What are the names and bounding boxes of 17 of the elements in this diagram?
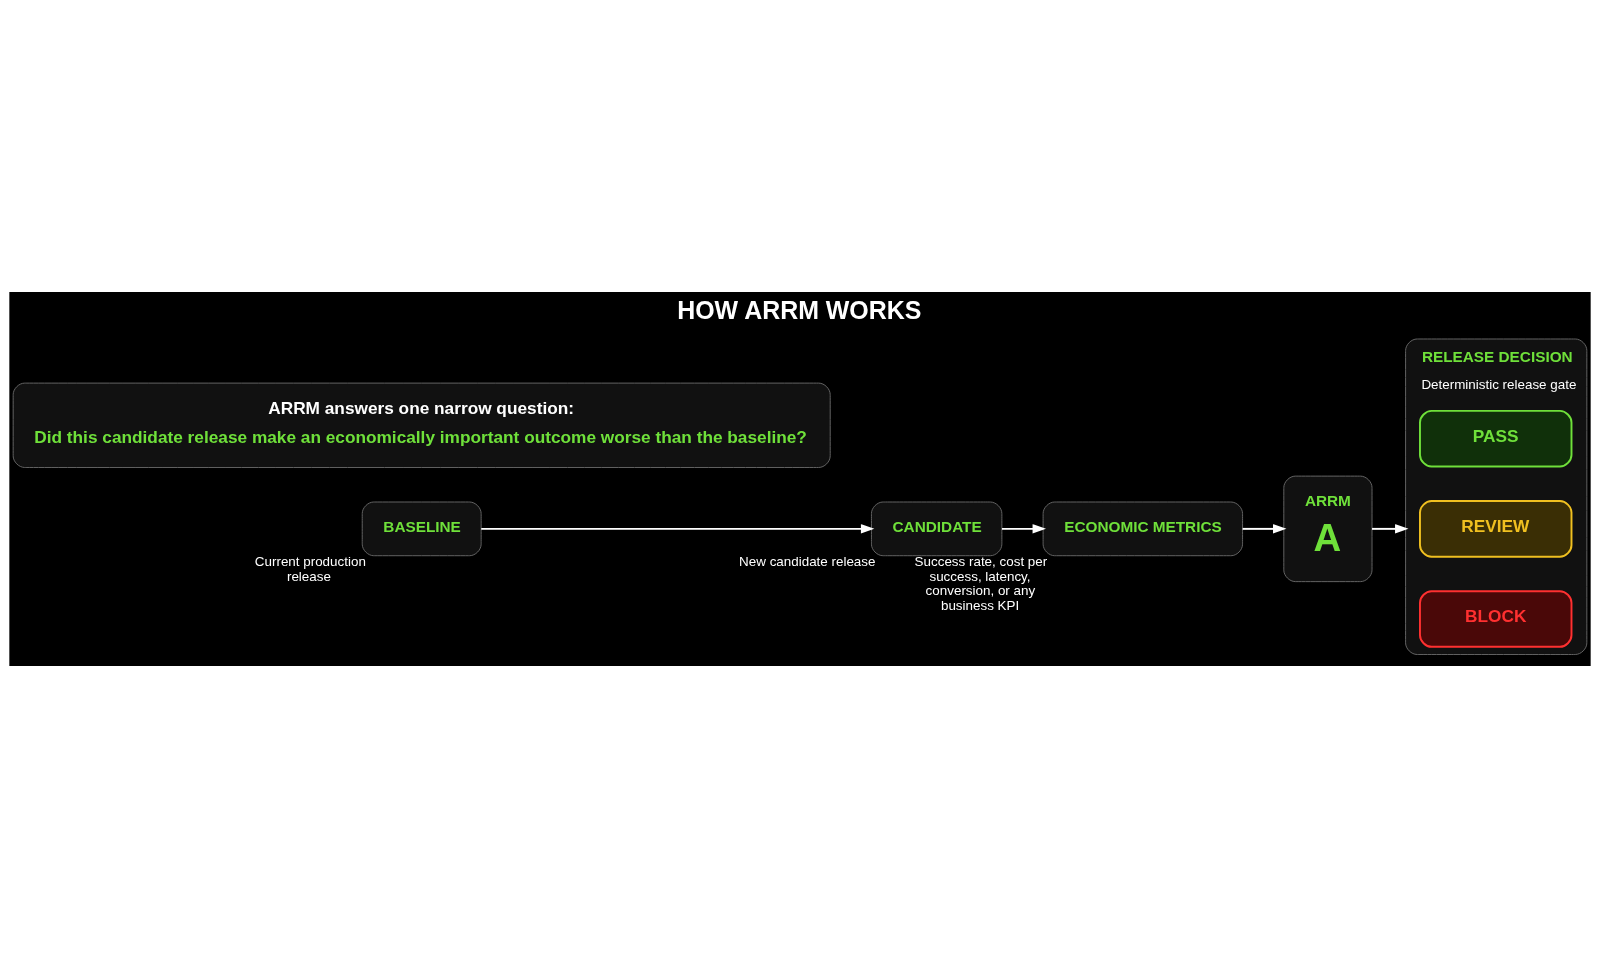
arrow bbox=[1001, 523, 1046, 534]
diagram-title: HOW ARRM WORKS bbox=[677, 295, 922, 324]
node-box: REVIEW bbox=[1419, 499, 1573, 558]
arrow bbox=[1241, 523, 1287, 534]
arrow bbox=[480, 523, 875, 534]
node-label: New candidate release bbox=[739, 553, 876, 569]
node-box: ECONOMIC METRICS bbox=[1042, 501, 1244, 556]
node-box: CANDIDATE bbox=[870, 501, 1003, 556]
node-label: Current production release bbox=[254, 553, 366, 584]
node-box: BASELINE bbox=[361, 501, 482, 556]
node-box: ARRM A bbox=[1283, 475, 1373, 582]
node-box: PASS bbox=[1419, 409, 1573, 467]
arrow bbox=[1371, 523, 1409, 534]
node-box: ARRM answers one narrow question: Did this candidate release make an economically important outcome worse than the baseline? bbox=[12, 382, 831, 468]
node-label: Success rate, cost per success, latency, conversion, or any business KPI bbox=[914, 553, 1048, 613]
node-label: Deterministic release gate bbox=[1421, 376, 1577, 392]
node-box: BLOCK bbox=[1419, 589, 1573, 648]
